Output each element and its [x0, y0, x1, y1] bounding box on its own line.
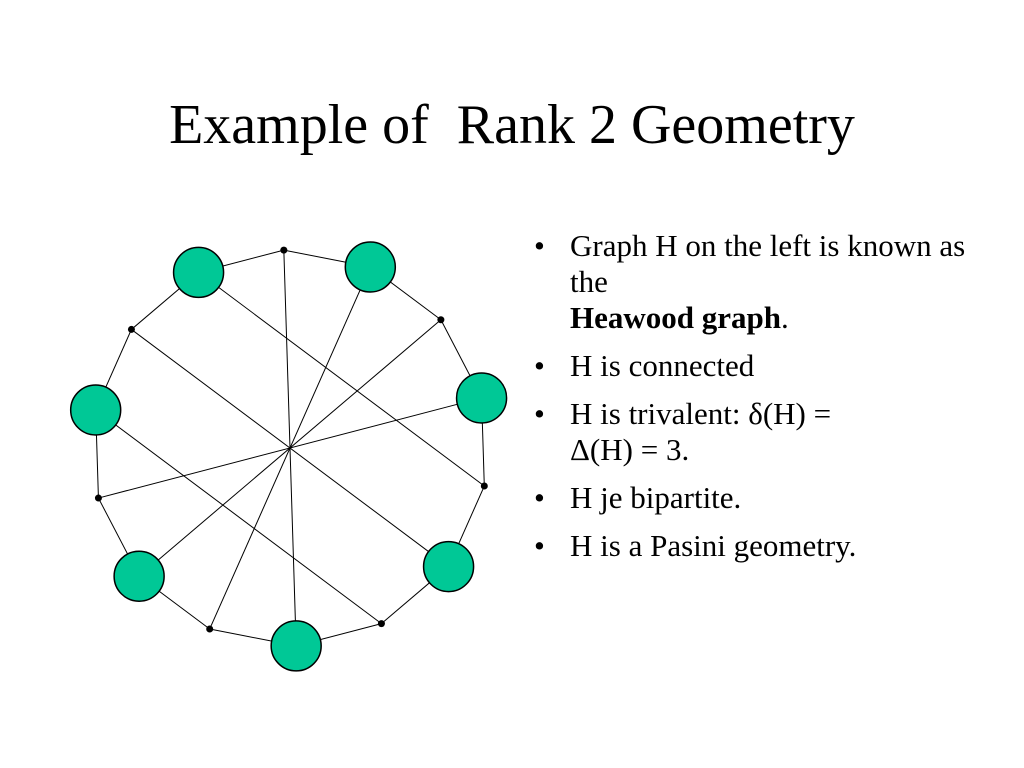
bullet-text: H is a Pasini geometry. — [570, 528, 857, 563]
bullet-text: H je bipartite. — [570, 480, 742, 515]
graph-vertex-line — [206, 625, 214, 633]
bullet-text: Graph H on the left is known as the — [570, 228, 966, 299]
graph-edge — [138, 319, 442, 577]
bullet-text: H is trivalent: δ(H) = — [570, 396, 832, 431]
bullet-item: • H is connected — [530, 348, 980, 384]
bullet-item: • H is trivalent: δ(H) = Δ(H) = 3. — [530, 396, 980, 468]
bullet-marker: • — [534, 348, 545, 383]
graph-vertices — [69, 241, 508, 672]
bullet-item: • H is a Pasini geometry. — [530, 528, 980, 564]
bullet-text: Δ(H) = 3. — [570, 432, 690, 467]
graph-edge — [198, 271, 485, 487]
graph-vertex-line — [280, 246, 288, 254]
bullet-marker: • — [534, 480, 545, 515]
graph-vertex-point — [422, 540, 475, 593]
bullet-item: • H je bipartite. — [530, 480, 980, 516]
graph-vertex-point — [455, 372, 508, 424]
graph-vertex-line — [127, 325, 135, 333]
bullet-bold-text: Heawood graph — [570, 300, 781, 335]
bullet-text: H is connected — [570, 348, 755, 383]
bullet-marker: • — [534, 396, 545, 431]
graph-vertex-point — [113, 550, 165, 602]
graph-vertex-point — [270, 620, 322, 672]
graph-vertex-point — [344, 241, 397, 293]
graph-vertex-line — [377, 620, 385, 628]
bullet-marker: • — [534, 228, 545, 263]
graph-edge — [95, 409, 382, 625]
graph-vertex-point — [69, 384, 122, 436]
bullet-list: • Graph H on the left is known as the He… — [530, 228, 980, 576]
bullet-marker: • — [534, 528, 545, 563]
bullet-item: • Graph H on the left is known as the He… — [530, 228, 980, 336]
graph-vertex-line — [480, 482, 488, 490]
graph-vertex-line — [437, 316, 445, 324]
slide-title: Example of Rank 2 Geometry — [169, 94, 855, 156]
graph-vertex-point — [172, 246, 225, 299]
bullet-period: . — [781, 300, 789, 335]
graph-vertex-line — [94, 494, 102, 502]
